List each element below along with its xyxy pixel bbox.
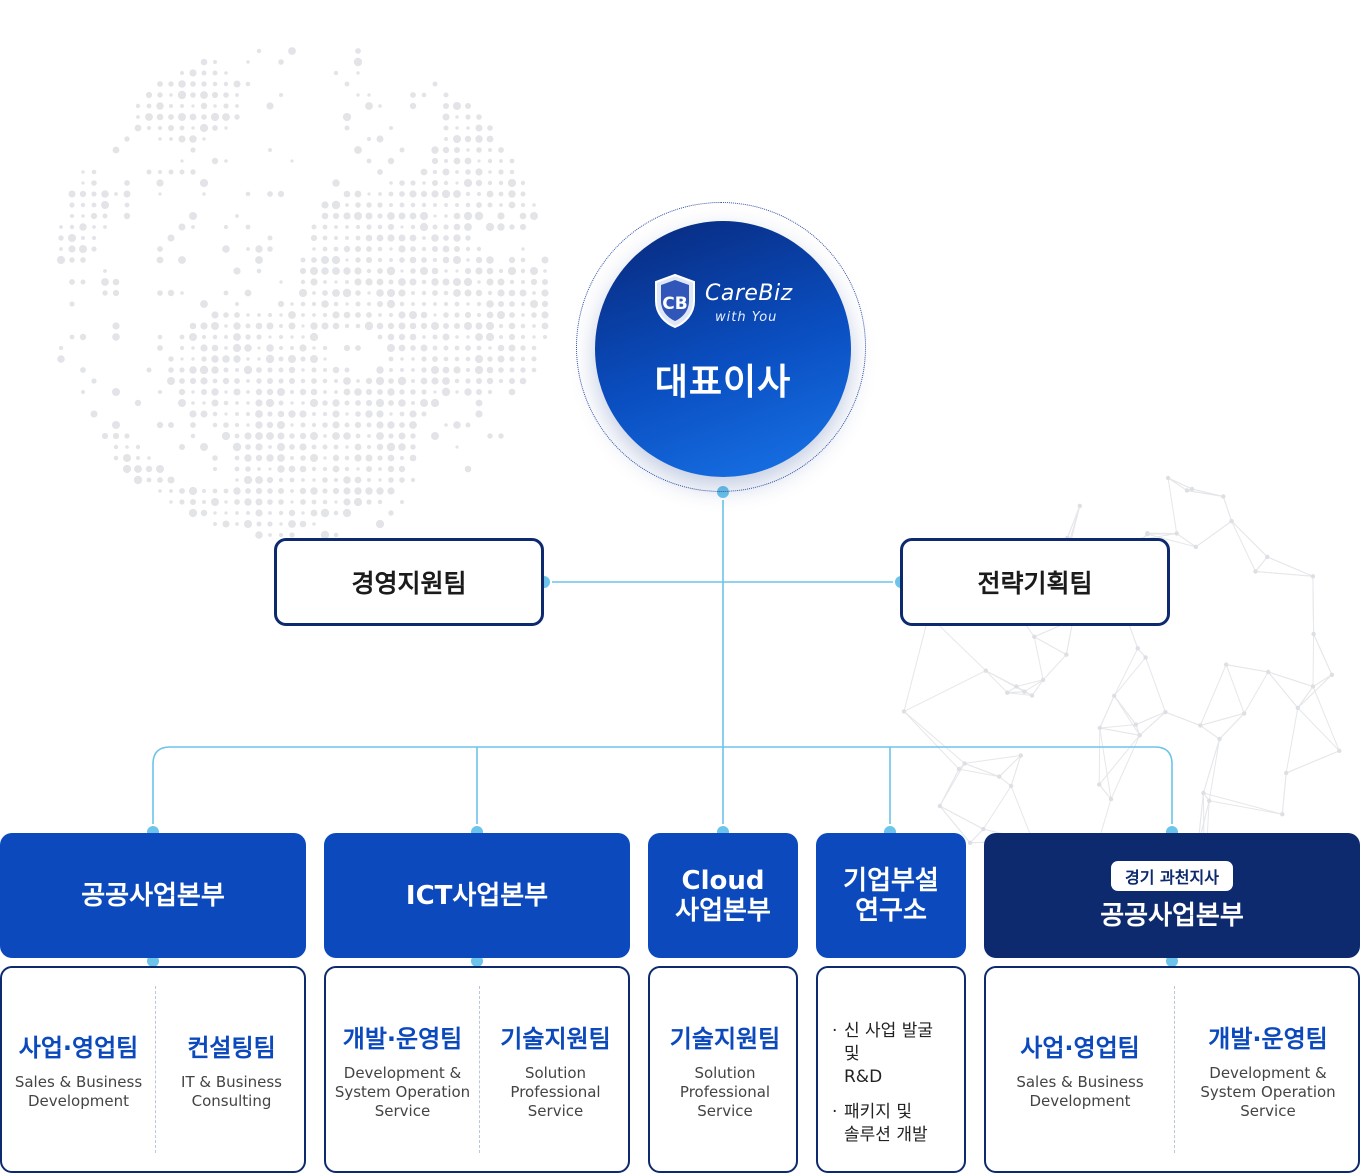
dotted-globe-decoration <box>56 47 549 540</box>
team-box-research-lab: ·신 사업 발굴 및 R&D ·패키지 및 솔루션 개발 <box>816 966 966 1173</box>
ceo-outer-ring <box>576 202 866 492</box>
team-gwacheon-sales-business: 사업·영업팀 Sales & Business Development <box>986 968 1174 1171</box>
team-box-ict-business: 개발·운영팀 Development & System Operation Se… <box>324 966 630 1173</box>
team-tech-support: 기술지원팀 Solution Professional Service <box>479 968 632 1171</box>
division-header-gwacheon-public-business: 경기 과천지사 공공사업본부 <box>984 833 1360 958</box>
logo-tagline: with You <box>715 310 778 325</box>
team-dev-operation: 개발·운영팀 Development & System Operation Se… <box>326 968 479 1171</box>
team-description: Sales & Business Development <box>1016 1073 1144 1110</box>
team-description: Sales & Business Development <box>14 1073 143 1110</box>
bullet-text: 패키지 및 솔루션 개발 <box>844 1102 928 1145</box>
team-name: 사업·영업팀 <box>18 1034 139 1062</box>
column-divider <box>479 986 480 1153</box>
column-divider <box>1174 986 1175 1153</box>
carebiz-logo: CB CareBiz with You <box>653 273 793 333</box>
shield-icon: CB <box>655 273 695 329</box>
division-title: ICT사업본부 <box>405 880 549 911</box>
team-name: 컨설팅팀 <box>187 1034 276 1062</box>
division-title: Cloud 사업본부 <box>675 865 771 926</box>
division-header-research-lab: 기업부설 연구소 <box>816 833 966 958</box>
staff-box-strategy-planning: 전략기획팀 <box>900 538 1170 626</box>
division-header-cloud-business: Cloud 사업본부 <box>648 833 798 958</box>
division-bus-line <box>152 746 1173 832</box>
team-box-cloud-business: 기술지원팀 Solution Professional Service <box>648 966 798 1173</box>
logo-name: CareBiz <box>705 281 793 306</box>
staff-box-management-support: 경영지원팀 <box>274 538 544 626</box>
column-divider <box>155 986 156 1153</box>
team-description: Solution Professional Service <box>510 1063 601 1120</box>
ceo-title: 대표이사 <box>654 362 792 403</box>
network-sphere-decoration <box>903 477 1340 917</box>
team-description: Development & System Operation Service <box>334 1063 471 1120</box>
team-box-gwacheon-public-business: 사업·영업팀 Sales & Business Development 개발·운… <box>984 966 1360 1173</box>
division-title: 공공사업본부 <box>81 880 225 911</box>
team-name: 사업·영업팀 <box>1020 1034 1140 1062</box>
team-consulting: 컨설팅팀 IT & Business Consulting <box>155 968 308 1171</box>
division-header-ict-business: ICT사업본부 <box>324 833 630 958</box>
division-title: 공공사업본부 <box>1100 900 1244 931</box>
team-cloud-tech-support: 기술지원팀 Solution Professional Service <box>650 968 800 1171</box>
bullet-text: 신 사업 발굴 및 R&D <box>844 1021 934 1087</box>
team-description: IT & Business Consulting <box>181 1073 282 1110</box>
lab-bullet-item: ·패키지 및 솔루션 개발 <box>832 1102 928 1145</box>
team-gwacheon-dev-operation: 개발·운영팀 Development & System Operation Se… <box>1174 968 1360 1171</box>
branch-badge: 경기 과천지사 <box>1111 860 1233 891</box>
team-name: 개발·운영팀 <box>1208 1024 1328 1053</box>
team-description: Development & System Operation Service <box>1200 1063 1336 1120</box>
team-name: 기술지원팀 <box>500 1024 611 1053</box>
division-title: 기업부설 연구소 <box>843 865 939 926</box>
team-sales-business: 사업·영업팀 Sales & Business Development <box>2 968 155 1171</box>
team-name: 기술지원팀 <box>669 1024 781 1053</box>
team-name: 개발·운영팀 <box>342 1024 463 1053</box>
lab-bullet-list: ·신 사업 발굴 및 R&D ·패키지 및 솔루션 개발 <box>832 1020 954 1159</box>
team-description: Solution Professional Service <box>679 1063 771 1120</box>
logo-mark: CB <box>662 294 687 314</box>
lab-bullet-item: ·신 사업 발굴 및 R&D <box>832 1020 954 1089</box>
ceo-node: CB CareBiz with You 대표이사 <box>595 221 851 477</box>
division-header-public-business: 공공사업본부 <box>0 833 306 958</box>
team-box-public-business: 사업·영업팀 Sales & Business Development 컨설팅팀… <box>0 966 306 1173</box>
